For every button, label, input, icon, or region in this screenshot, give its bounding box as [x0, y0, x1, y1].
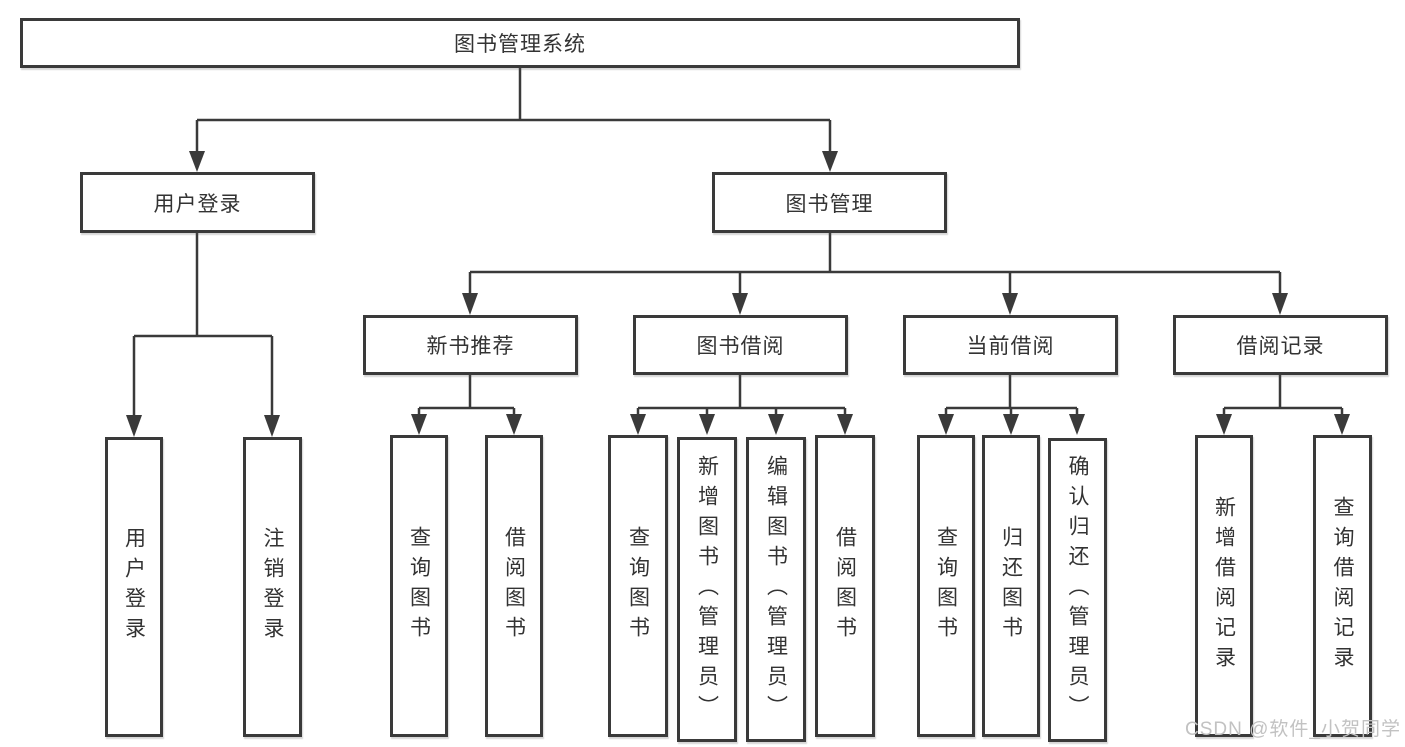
leaf-newbook-query-books-label: 查询图书	[407, 526, 431, 646]
leaf-newbook-query-books: 查询图书	[390, 435, 448, 737]
node-book-management-label: 图书管理	[785, 192, 874, 216]
leaf-borrow-query-books: 查询图书	[608, 435, 668, 737]
leaf-user-login-label: 用户登录	[122, 527, 146, 647]
node-book-management: 图书管理	[712, 172, 947, 233]
edge-borrow-split	[636, 375, 847, 417]
leaf-records-add-record: 新增借阅记录	[1195, 435, 1253, 737]
leaf-newbook-borrow-books: 借阅图书	[485, 435, 543, 737]
leaf-newbook-borrow-books-label: 借阅图书	[502, 526, 526, 646]
node-book-borrow: 图书借阅	[633, 315, 848, 375]
edge-book-mgmt-split	[468, 233, 1282, 295]
edge-root-split	[195, 68, 832, 154]
edge-records-split	[1222, 375, 1344, 417]
leaf-current-query-books-label: 查询图书	[934, 526, 958, 646]
leaf-borrow-query-books-label: 查询图书	[626, 526, 650, 646]
node-book-borrow-label: 图书借阅	[696, 335, 785, 358]
leaf-records-query-record-label: 查询借阅记录	[1331, 496, 1354, 676]
leaf-borrow-add-books-admin-label: 新增图书（管理员）	[695, 454, 719, 725]
leaf-records-query-record: 查询借阅记录	[1313, 435, 1372, 737]
node-user-login-label: 用户登录	[153, 192, 242, 216]
node-current-borrow: 当前借阅	[903, 315, 1118, 375]
arrowheads	[126, 151, 1350, 437]
leaf-current-query-books: 查询图书	[917, 435, 975, 737]
leaf-borrow-borrow-books: 借阅图书	[815, 435, 875, 737]
node-root: 图书管理系统	[20, 18, 1020, 68]
leaf-borrow-add-books-admin: 新增图书（管理员）	[677, 437, 737, 742]
edge-current-split	[944, 375, 1079, 417]
node-root-label: 图书管理系统	[454, 33, 586, 56]
leaf-current-return-books-label: 归还图书	[999, 526, 1023, 646]
node-borrow-records: 借阅记录	[1173, 315, 1388, 375]
leaf-current-return-books: 归还图书	[982, 435, 1040, 737]
csdn-watermark: CSDN @软件_小贺同学	[1185, 719, 1401, 740]
node-new-book-recommend-label: 新书推荐	[426, 335, 515, 358]
node-user-login: 用户登录	[80, 172, 315, 233]
leaf-borrow-borrow-books-label: 借阅图书	[833, 526, 857, 646]
node-borrow-records-label: 借阅记录	[1236, 335, 1325, 358]
leaf-logout-label: 注销登录	[261, 527, 284, 647]
leaf-current-confirm-return-admin-label: 确认归还（管理员）	[1066, 455, 1089, 725]
leaf-borrow-edit-books-admin: 编辑图书（管理员）	[746, 437, 806, 742]
leaf-user-login: 用户登录	[105, 437, 163, 737]
node-current-borrow-label: 当前借阅	[966, 335, 1055, 358]
node-new-book-recommend: 新书推荐	[363, 315, 578, 375]
leaf-current-confirm-return-admin: 确认归还（管理员）	[1048, 438, 1107, 742]
leaf-borrow-edit-books-admin-label: 编辑图书（管理员）	[764, 454, 788, 725]
leaf-logout: 注销登录	[243, 437, 302, 737]
edge-newbook-split	[417, 375, 516, 417]
edge-user-login-split	[132, 233, 274, 418]
leaf-records-add-record-label: 新增借阅记录	[1212, 496, 1236, 676]
